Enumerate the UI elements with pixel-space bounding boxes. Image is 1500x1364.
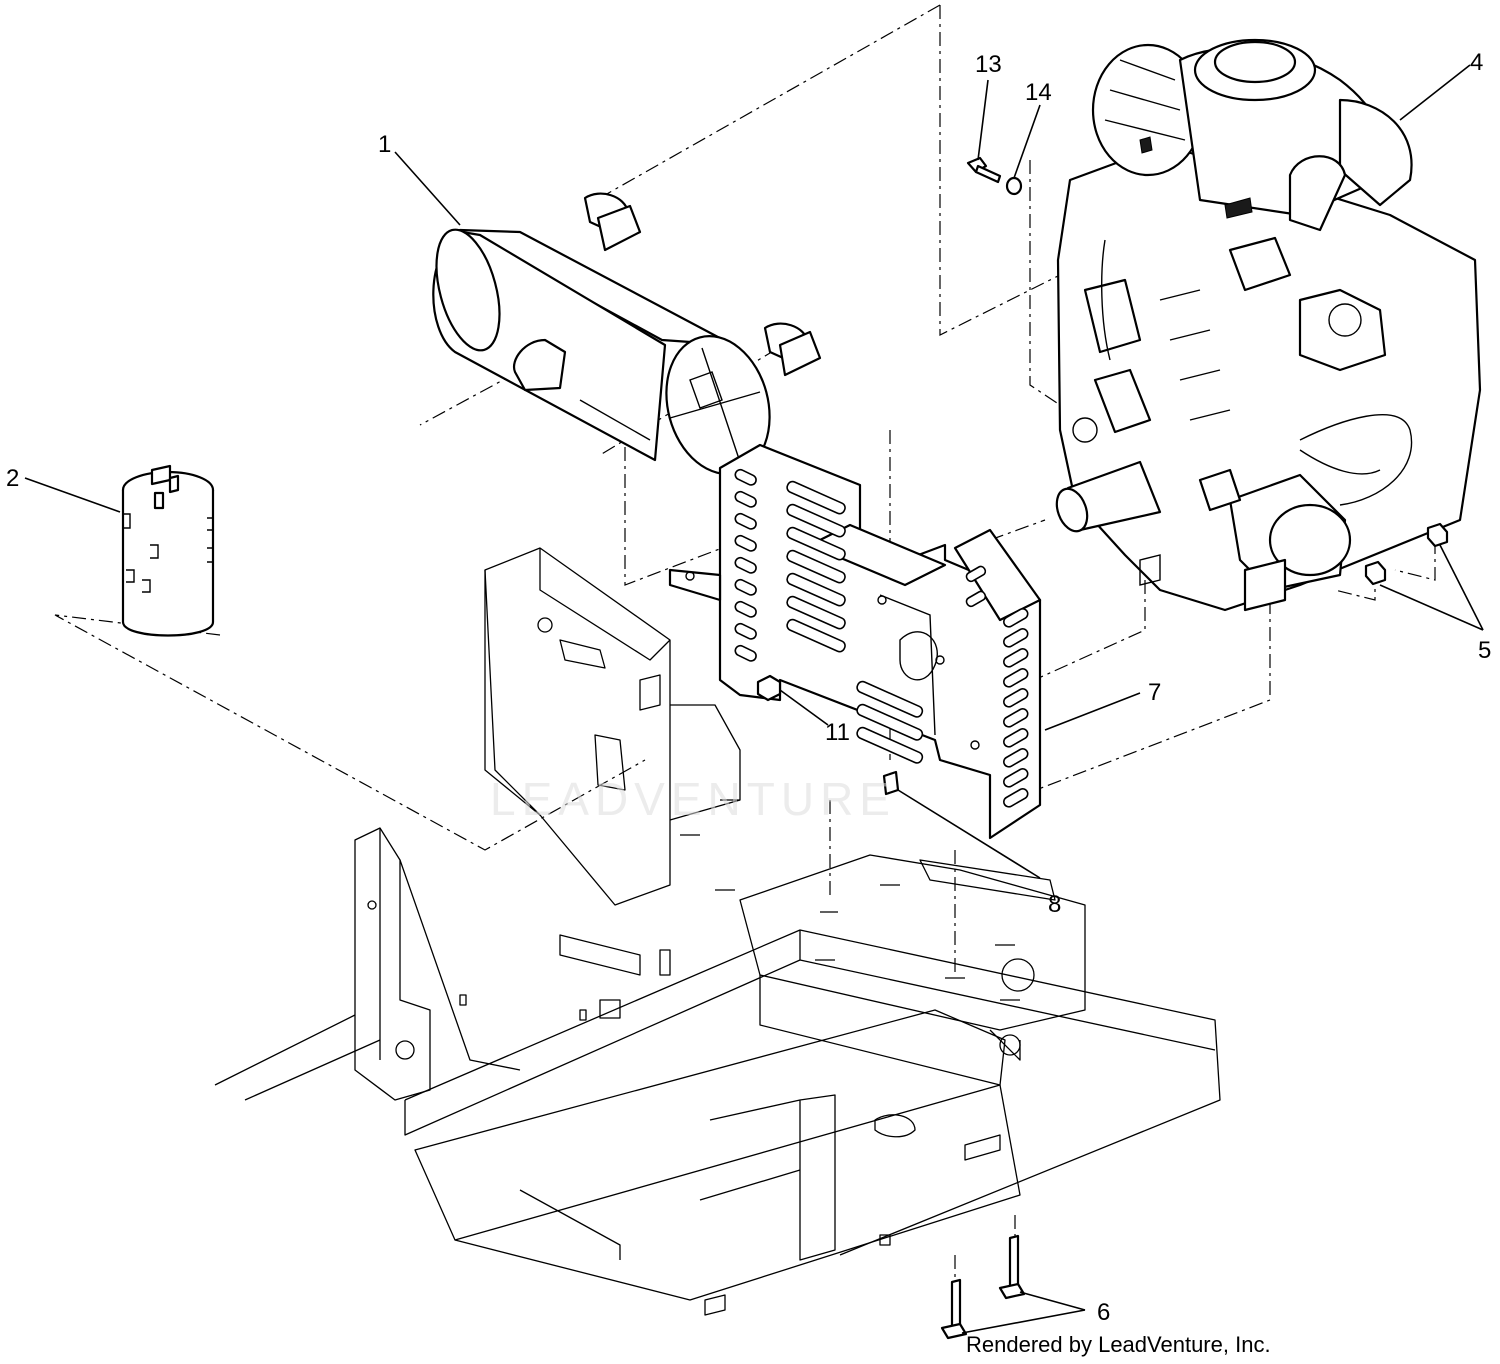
callout-1: 1 bbox=[378, 131, 391, 158]
callout-4: 4 bbox=[1470, 49, 1483, 76]
rendered-by-credit: Rendered by LeadVenture, Inc. bbox=[966, 1332, 1271, 1357]
leader-lines bbox=[24, 64, 1484, 1334]
engine bbox=[1055, 38, 1482, 612]
callout-14: 14 bbox=[1025, 79, 1052, 106]
callout-13: 13 bbox=[975, 51, 1002, 78]
watermark: LEADVENTURE bbox=[490, 773, 896, 825]
callout-7: 7 bbox=[1148, 679, 1161, 706]
callout-11: 11 bbox=[825, 719, 850, 746]
charcoal-canister bbox=[121, 464, 215, 637]
chassis-frame bbox=[214, 547, 1221, 1316]
callout-6: 6 bbox=[1097, 1299, 1110, 1326]
callout-2: 2 bbox=[6, 465, 19, 492]
muffler bbox=[432, 192, 822, 475]
callout-5: 5 bbox=[1478, 637, 1491, 664]
heat-shield bbox=[668, 443, 1042, 840]
callout-8: 8 bbox=[1048, 891, 1061, 918]
